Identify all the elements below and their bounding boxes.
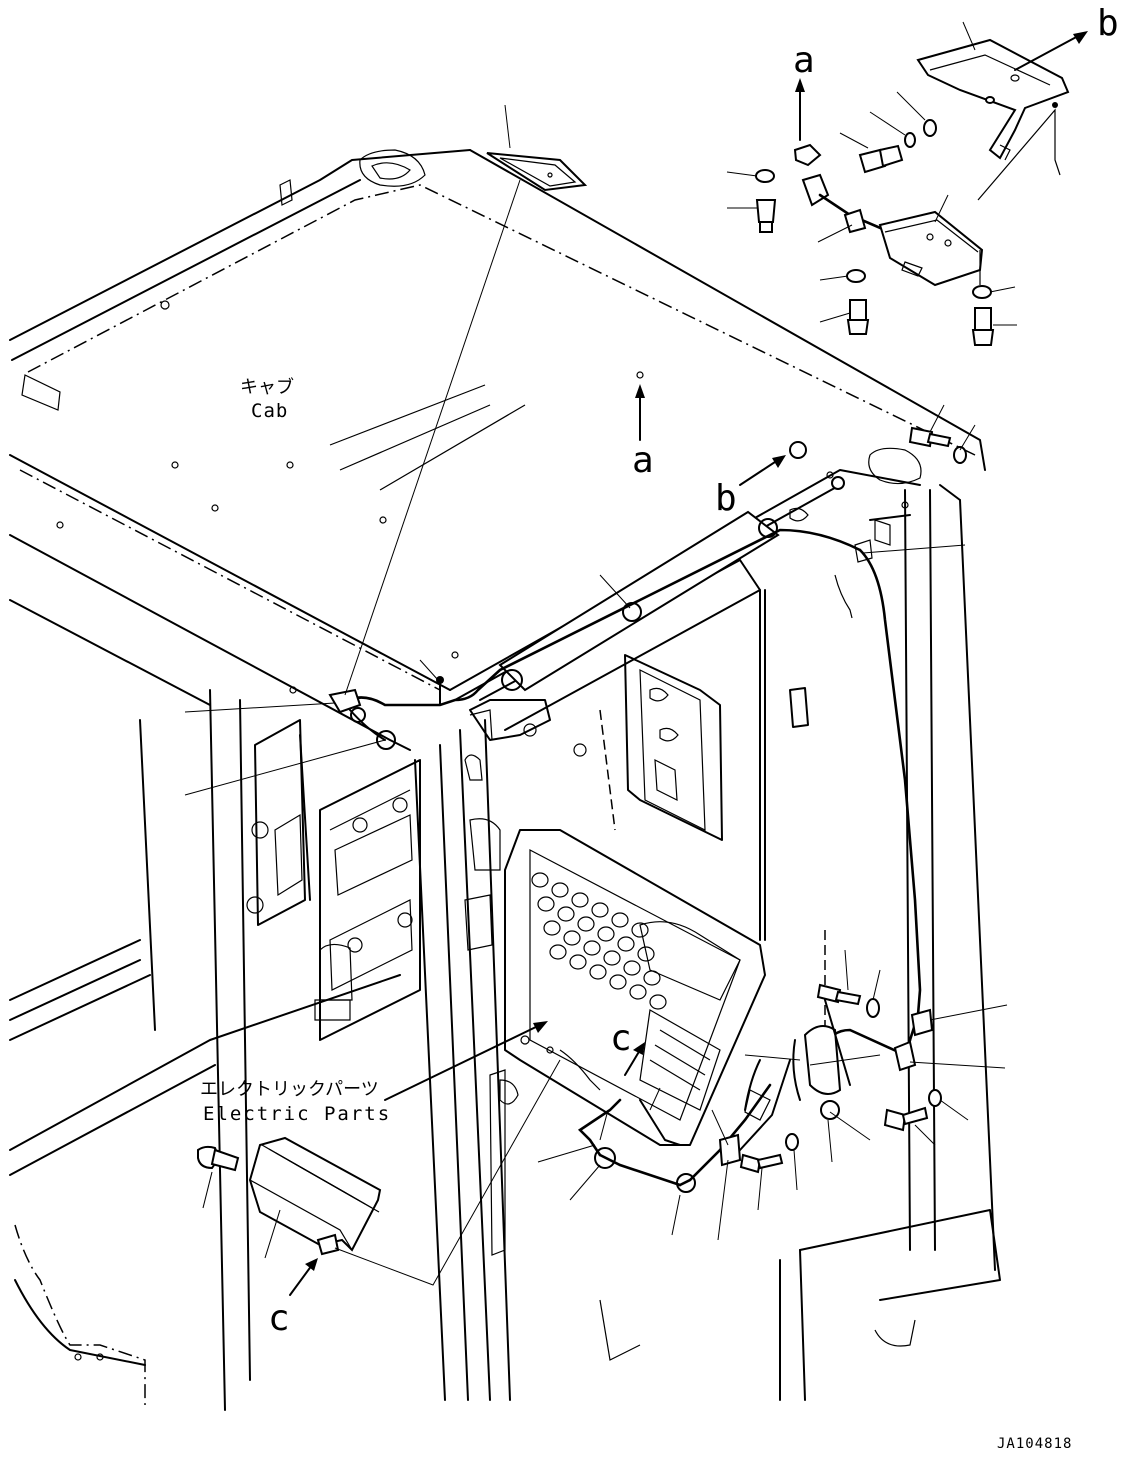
cooling-fins [261,1144,380,1213]
view-marker-c-lower: c [268,1298,290,1339]
bolt-icon [739,1153,784,1174]
view-marker-a: a [632,440,654,481]
relay-icon [569,954,587,970]
washer-icon [953,446,967,464]
bolt-icon [846,299,870,335]
bolt-icon [755,199,777,233]
detail-view-a-b [755,38,1070,346]
bolt-icon [971,307,995,346]
bolt-icon [197,1145,240,1172]
bolt-icon [908,426,952,448]
relay-icon [609,974,627,990]
washer-icon [785,1133,799,1151]
relay-icon [603,950,621,966]
fin-line [338,1188,380,1213]
washer-icon [846,269,866,283]
drawing-code: JA104818 [997,1436,1072,1452]
relay-icon [597,926,615,942]
electric-parts-label-jp: エレクトリックパーツ [200,1079,379,1100]
relay-icon [589,964,607,980]
relay-icon [543,920,561,936]
cab-label-jp: キャブ [240,376,294,398]
leader-lines [184,21,1088,1296]
roof-plate [486,152,588,192]
bolt-icon [858,144,904,174]
spacer-icon [831,476,845,490]
cab-label-en: Cab [251,400,288,422]
hardware [739,426,967,1174]
washer-icon [928,1089,942,1107]
washer-icon [904,132,916,148]
relay-icon [557,906,575,922]
relay-array [531,872,667,1010]
view-marker-b-top: b [1097,3,1119,44]
relay-icon [537,896,555,912]
relay-icon [549,944,567,960]
wiring-harness [328,510,934,1193]
relay-icon [623,960,641,976]
relay-icon [617,936,635,952]
view-marker-b: b [715,478,737,519]
view-marker-a-top: a [793,40,815,81]
washer-icon [972,285,992,299]
relay-icon [531,872,549,888]
relay-icon [551,882,569,898]
relay-icon [571,892,589,908]
relay-icon [577,916,595,932]
spacer-icon [789,441,807,459]
relay-icon [637,946,655,962]
relay-icon [563,930,581,946]
bolt-icon [883,1106,929,1132]
electric-parts-label-en: Electric Parts [203,1103,391,1125]
bolt-icon [816,983,862,1006]
electric-part-module [197,1136,382,1256]
controller-interior [246,654,809,1256]
nut-icon [923,119,937,137]
relay-icon [583,940,601,956]
labels: キャブ Cab エレクトリックパーツ Electric Parts a a b … [200,3,1119,1452]
relay-icon [631,922,649,938]
cab-roof [9,149,986,751]
relay-icon [629,984,647,1000]
view-marker-c: c [610,1018,632,1059]
relay-icon [611,912,629,928]
washer-icon [755,169,775,183]
relay-icon [591,902,609,918]
relay-icon [649,994,667,1010]
washer-icon [866,998,880,1018]
